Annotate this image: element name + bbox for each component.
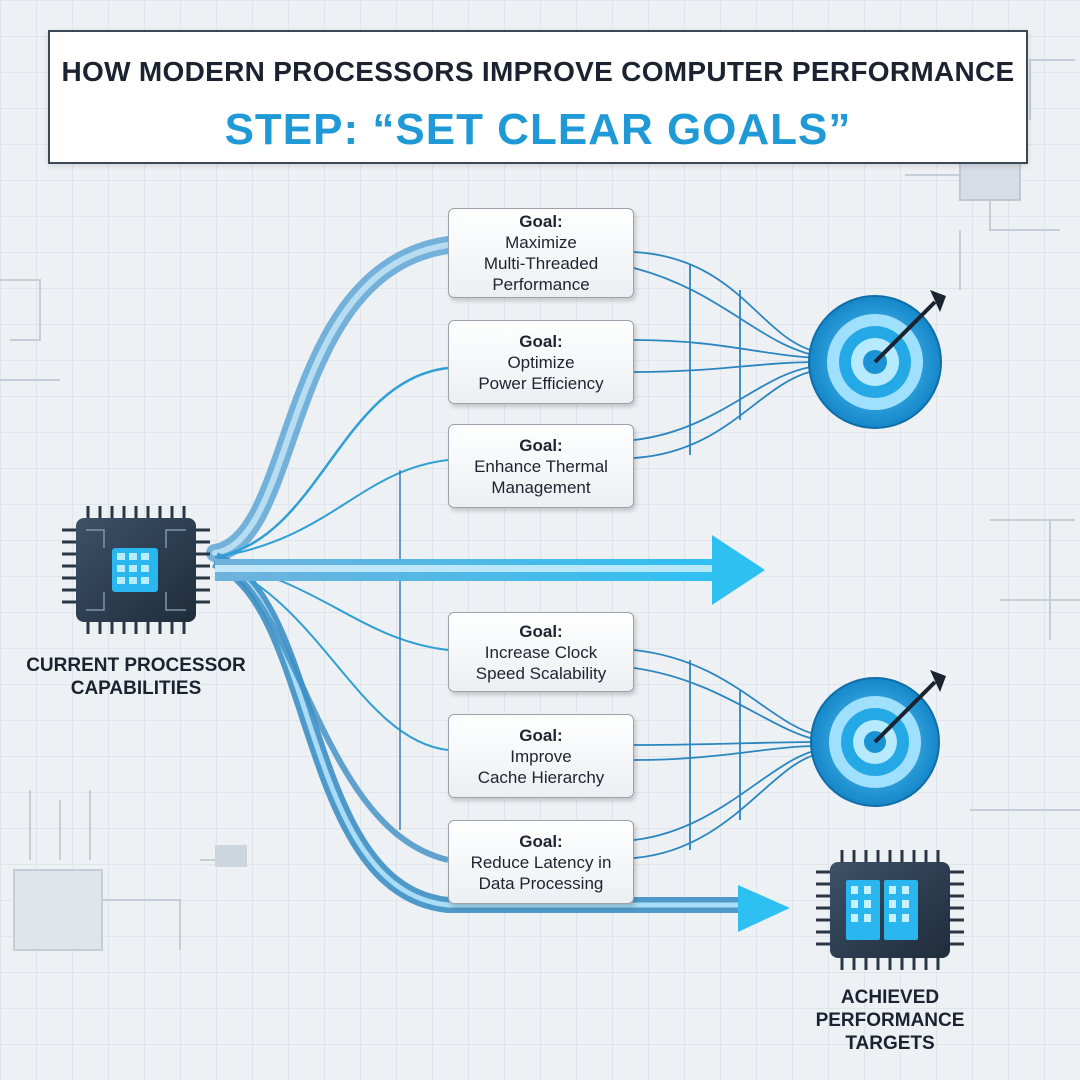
goal-text-line: Improve bbox=[510, 746, 572, 766]
page-title: HOW MODERN PROCESSORS IMPROVE COMPUTER P… bbox=[61, 56, 1015, 87]
fan-lines-target-1 bbox=[633, 251, 819, 459]
main-arrow bbox=[215, 535, 765, 605]
target-2 bbox=[810, 670, 946, 807]
goal-text-line: Increase Clock bbox=[484, 642, 598, 662]
goal-text-line: Reduce Latency in bbox=[470, 852, 612, 872]
destination-chip bbox=[816, 850, 964, 970]
bottom-arrow-head bbox=[738, 885, 790, 932]
destination-caption: ACHIEVED PERFORMANCE TARGETS bbox=[800, 986, 980, 1055]
source-caption-line: CURRENT PROCESSOR bbox=[26, 655, 246, 676]
goal-text-line: Enhance Thermal bbox=[474, 456, 608, 476]
goal-text-line: Power Efficiency bbox=[478, 373, 604, 393]
target-1 bbox=[808, 290, 946, 429]
goal-label: Goal: bbox=[519, 831, 563, 851]
goal-box-latency: Goal: Reduce Latency in Data Processing bbox=[448, 820, 634, 904]
goal-label: Goal: bbox=[519, 212, 563, 231]
title-box: HOW MODERN PROCESSORS IMPROVE COMPUTER P… bbox=[48, 30, 1028, 164]
flow-paths bbox=[206, 236, 740, 913]
destination-caption-line: PERFORMANCE bbox=[815, 1010, 965, 1031]
destination-caption-line: TARGETS bbox=[845, 1033, 935, 1054]
goal-text-line: Cache Hierarchy bbox=[477, 767, 605, 787]
goal-text-line: Speed Scalability bbox=[475, 663, 607, 683]
goal-text-line: Data Processing bbox=[478, 873, 604, 893]
goal-box-cache-hierarchy: Goal: Improve Cache Hierarchy bbox=[448, 714, 634, 798]
goal-text-line: Performance bbox=[492, 275, 590, 294]
goal-text-line: Multi-Threaded bbox=[483, 254, 599, 273]
source-chip bbox=[62, 506, 210, 634]
goal-text-line: Optimize bbox=[507, 352, 575, 372]
goal-box-multithreaded: Goal: Maximize Multi-Threaded Performanc… bbox=[448, 208, 634, 298]
goal-box-clock-speed: Goal: Increase Clock Speed Scalability bbox=[448, 612, 634, 692]
source-caption: CURRENT PROCESSOR CAPABILITIES bbox=[10, 654, 262, 700]
goal-label: Goal: bbox=[519, 621, 563, 641]
source-caption-line: CAPABILITIES bbox=[70, 678, 202, 699]
goal-box-thermal-management: Goal: Enhance Thermal Management bbox=[448, 424, 634, 508]
goal-text-line: Management bbox=[491, 477, 591, 497]
goal-text-line: Maximize bbox=[505, 233, 577, 252]
fan-lines-target-2 bbox=[633, 649, 819, 859]
goal-label: Goal: bbox=[519, 435, 563, 455]
goal-box-power-efficiency: Goal: Optimize Power Efficiency bbox=[448, 320, 634, 404]
destination-caption-line: ACHIEVED bbox=[840, 987, 940, 1008]
step-subtitle: STEP: “SET CLEAR GOALS” bbox=[224, 105, 852, 154]
goal-label: Goal: bbox=[519, 331, 563, 351]
goal-label: Goal: bbox=[519, 725, 563, 745]
